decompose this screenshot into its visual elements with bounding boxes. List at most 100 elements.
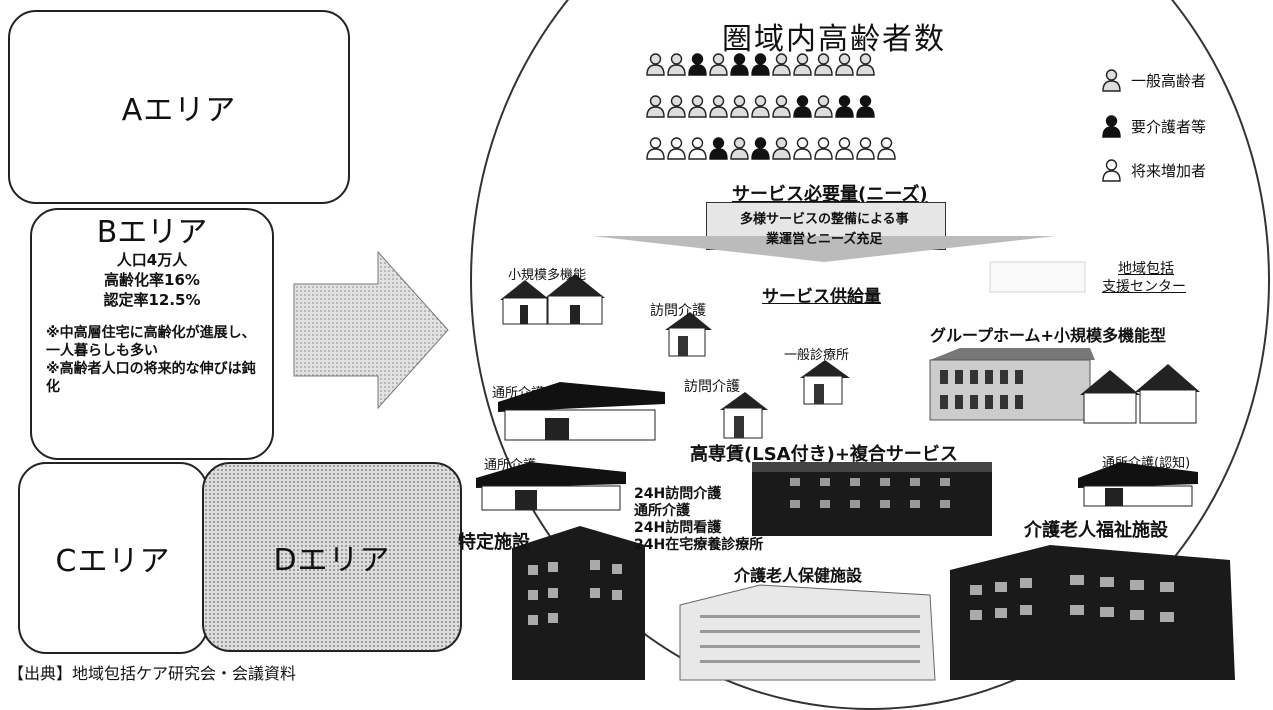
visit-care-2-label: 訪問介護 [684,379,740,395]
care-recipient-icon [751,137,770,160]
future-increase-icon [688,137,707,160]
future-increase-icon [793,137,812,160]
clinic-label: 一般診療所 [784,348,850,363]
care-recipient-icon [1102,115,1121,138]
area-a-box: Aエリア [8,10,350,204]
future-increase-icon [856,137,875,160]
visit-care-house-1-icon [665,312,712,357]
group-home-building-icon [929,348,1200,424]
general-elderly-icon [835,53,854,76]
small-multi-label: 小規模多機能 [508,268,587,283]
person-row-3 [646,136,898,162]
general-elderly-icon [646,53,665,76]
elderly-health-label: 介護老人保健施設 [734,566,863,585]
area-b-box: Bエリア 人口4万人 高齢化率16% 認定率12.5% ※中高層住宅に高齢化が進… [30,208,274,460]
care-recipient-icon [856,95,875,118]
visit-care-1-label: 訪問介護 [650,303,706,319]
small-multi-house-icon [500,274,605,325]
support-center-building-icon [989,261,1086,293]
day-care-1-building-icon [498,382,665,441]
general-elderly-icon [793,53,812,76]
day-care-2-building-icon [476,462,626,511]
area-b-aging-rate: 高齢化率16% [104,271,200,289]
area-c-label: Cエリア [55,544,171,579]
general-elderly-icon [772,137,791,160]
support-center-label-2: 支援センター [1102,279,1186,295]
area-b-note-1: ※中高層住宅に高齢化が進展し、一人暮らしも多い [46,325,256,359]
future-increase-icon [877,137,896,160]
elderly-welfare-label: 介護老人福祉施設 [1024,520,1168,541]
future-increase-icon [667,137,686,160]
right-arrow-icon [293,250,449,410]
future-increase-icon [646,137,665,160]
visit-care-house-2-icon [720,392,768,439]
elderly-welfare-facility-building-icon [950,545,1235,680]
general-elderly-icon [856,53,875,76]
area-d-box: Dエリア [202,462,462,652]
area-b-population: 人口4万人 [116,251,188,269]
service-day-care: 通所介護 [634,503,690,519]
services-list: 24H訪問介護 通所介護 24H訪問看護 24H在宅療養診療所 [634,486,763,554]
service-24h-visit-care: 24H訪問介護 [634,486,722,502]
care-recipient-icon [751,53,770,76]
day-care-1-label: 通所介護 [492,386,545,401]
specified-facility-building-icon [512,526,645,680]
area-c-box: Cエリア [18,462,208,654]
general-elderly-icon [814,95,833,118]
area-d-label: Dエリア [273,543,391,578]
demand-label: サービス必要量(ニーズ) [732,184,928,205]
general-elderly-icon [751,95,770,118]
lsa-label: 高専賃(LSA付き)+複合サービス [690,444,958,465]
source-caption: 【出典】地域包括ケア研究会・会議資料 [8,664,297,683]
legend-future: 将来増加者 [1102,158,1206,182]
care-recipient-icon [793,95,812,118]
legend-general-label: 一般高齢者 [1131,71,1207,90]
legend-care: 要介護者等 [1102,114,1206,138]
general-elderly-icon [646,95,665,118]
general-elderly-icon [730,95,749,118]
general-elderly-icon [772,95,791,118]
service-24h-home-clinic: 24H在宅療養診療所 [634,537,764,553]
future-increase-icon [835,137,854,160]
specified-facility-label: 特定施設 [458,532,530,553]
general-elderly-icon [688,95,707,118]
general-elderly-icon [730,137,749,160]
arrow-text-2: 業運営とニーズ充足 [766,232,883,247]
lsa-complex-building-icon [752,462,992,536]
general-elderly-icon [709,95,728,118]
arrow-text-1: 多様サービスの整備による事 [740,212,909,227]
building-illustrations [476,261,1235,681]
clinic-house-icon [800,360,850,405]
elderly-health-facility-building-icon [679,584,936,681]
legend-general: 一般高齢者 [1102,68,1206,92]
general-elderly-icon [667,53,686,76]
care-recipient-icon [835,95,854,118]
supply-label: サービス供給量 [762,287,881,307]
person-row-1 [646,52,877,78]
day-care-dementia-label: 通所介護(認知) [1102,456,1191,471]
general-elderly-icon [667,95,686,118]
day-care-dementia-building-icon [1078,462,1198,507]
care-recipient-icon [688,53,707,76]
care-recipient-icon [730,53,749,76]
future-increase-icon [1102,159,1121,182]
support-center-label-1: 地域包括 [1118,261,1174,277]
area-b-note-2: ※高齢者人口の将来的な伸びは鈍化 [46,361,256,395]
general-elderly-icon [772,53,791,76]
general-elderly-icon [814,53,833,76]
care-recipient-icon [709,137,728,160]
legend-future-label: 将来増加者 [1131,161,1207,180]
legend-care-label: 要介護者等 [1131,117,1207,136]
general-elderly-icon [709,53,728,76]
area-a-label: Aエリア [121,93,237,128]
diagram-heading: 圏域内高齢者数 [722,22,946,57]
general-elderly-icon [1102,69,1121,92]
area-b-certification-rate: 認定率12.5% [103,291,201,309]
day-care-2-label: 通所介護 [484,458,537,473]
down-arrow-head [592,236,1056,262]
service-24h-visit-nursing: 24H訪問看護 [634,520,722,536]
person-row-2 [646,94,877,120]
future-increase-icon [814,137,833,160]
area-b-title: Bエリア [96,215,208,250]
group-home-label: グループホーム+小規模多機能型 [930,326,1166,345]
